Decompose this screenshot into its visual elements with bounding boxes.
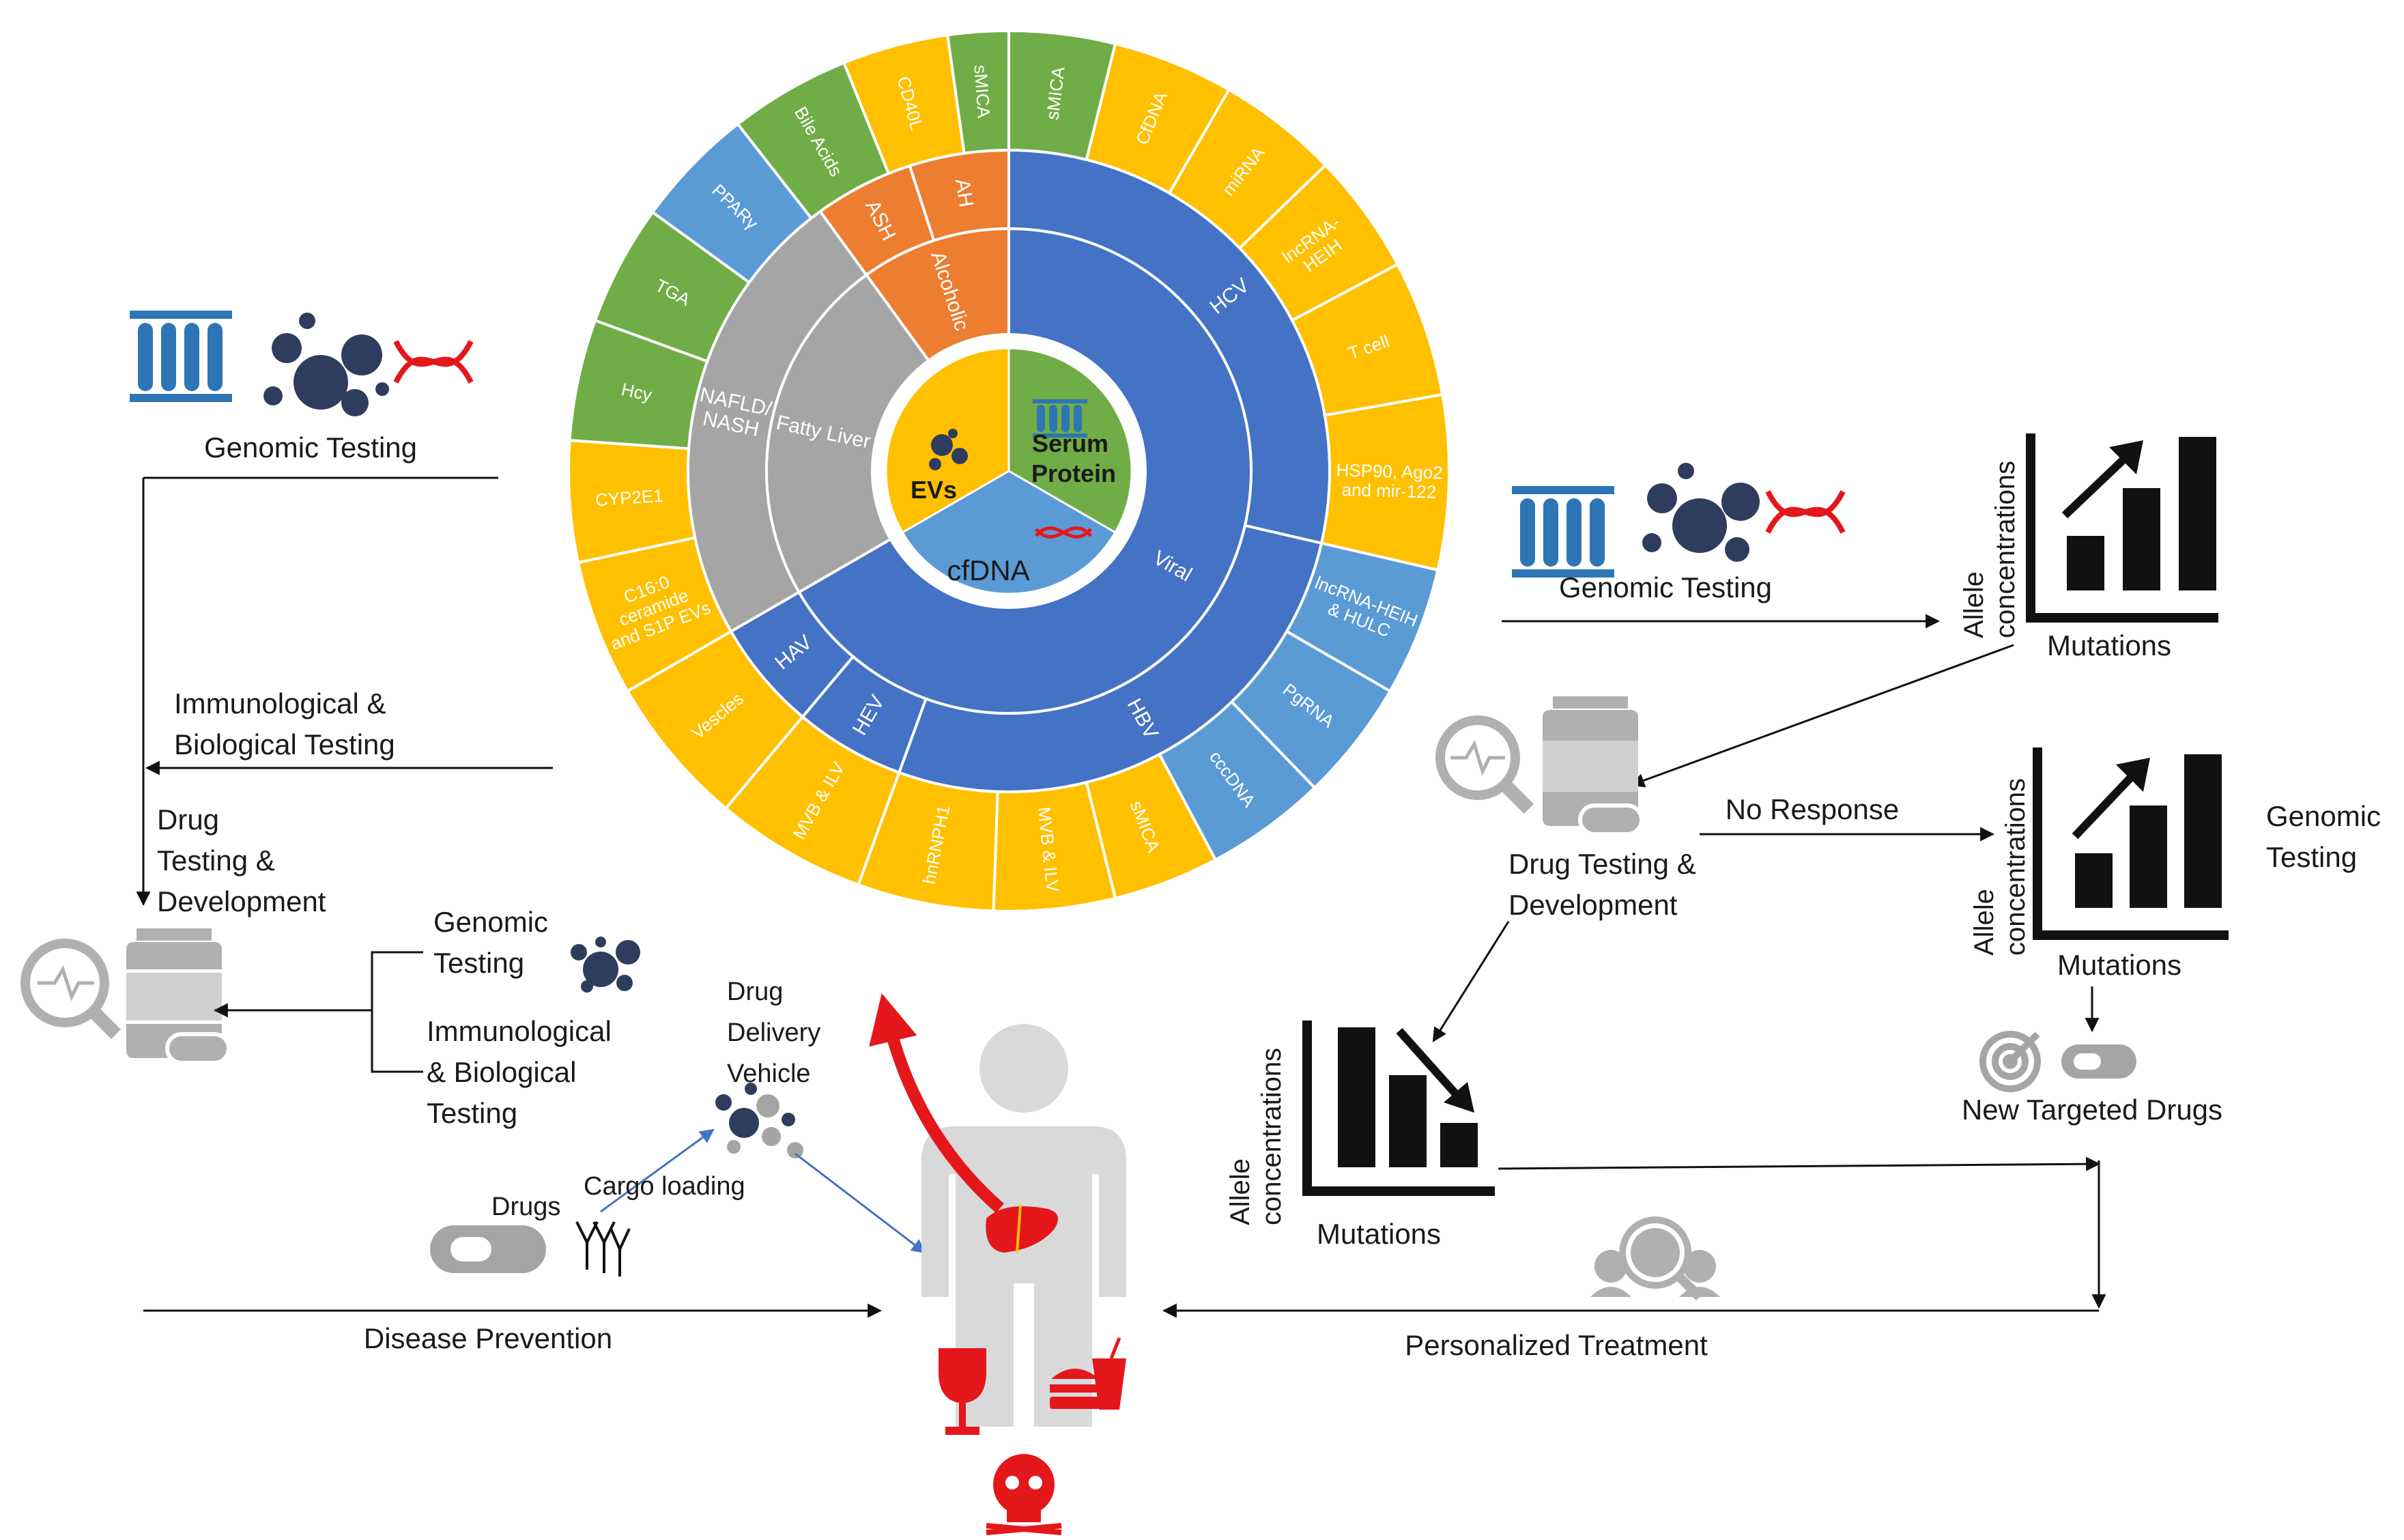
chart2-xlabel: Mutations [2057,949,2181,981]
drugs-label: Drugs [491,1193,560,1221]
target-icon [1979,1031,2041,1092]
allele-chart-rising-1 [2026,433,2218,623]
extracellular-vesicles-icon [571,937,640,993]
red-curved-arrow [869,993,1004,1213]
chart1-ylabel: Alleleconcentrations [1959,461,2020,638]
personalized-treatment-label: Personalized Treatment [1405,1329,1708,1361]
arrow-drugs-to-vehicle [600,1128,715,1213]
drug-testing-icon [1435,696,1644,836]
drug-testing-icon [20,928,231,1065]
center-cfdna-label: cfDNA [947,554,1029,586]
right-genomic-testing-label: Genomic Testing [1559,571,1772,603]
chart1-xlabel: Mutations [2047,629,2171,661]
drug-delivery-vehicle-icon [715,1083,803,1158]
arrow-vehicle-to-liver [795,1152,926,1254]
no-response-label: No Response [1726,793,1899,825]
arrow-chart3-to-right [1498,1156,2101,1171]
left-immunological-testing-label: Immunological &Biological Testing [174,687,395,760]
extracellular-vesicles-icon [1642,463,1760,562]
user-search-icon [1590,1216,1720,1300]
allele-chart-falling [1302,1021,1495,1196]
marker-label: C16:0ceramideand S1P EVs [594,561,713,655]
wine-glass-icon [939,1348,986,1435]
category-label: AH [951,177,977,209]
test-tubes-icon [1512,486,1614,578]
left-genomic-icons [130,311,474,416]
dna-icon [1765,490,1846,534]
right-genomic-icons [1512,463,1846,578]
allele-chart-rising-2 [2033,747,2229,940]
category-label: NAFLD/NASH [693,384,774,443]
disease-prevention-label: Disease Prevention [364,1322,612,1354]
dna-icon [393,340,474,384]
center-serum-protein-segment [1007,347,1133,534]
chart3-xlabel: Mutations [1317,1218,1441,1250]
arrow-drug-testing-to-chart3 [1432,921,1510,1042]
extracellular-vesicles-icon [929,429,968,470]
chart3-ylabel: Alleleconcentrations [1225,1048,1287,1225]
marker-label: sMICA [970,64,994,119]
cargo-loading-label: Cargo loading [584,1172,745,1201]
capsule-icon [430,1225,546,1273]
test-tubes-icon [130,311,232,402]
new-targeted-drugs-label: New Targeted Drugs [1962,1094,2222,1126]
chart2-ylabel: Alleleconcentrations [1969,778,2031,956]
bracket-mid-left [371,951,423,1073]
liver-icon [986,1204,1058,1253]
arrow-chart1-to-drug-testing [1630,644,2014,788]
dna-icon [1035,526,1092,539]
right-drug-testing-label: Drug Testing &Development [1508,848,1696,921]
skull-icon [986,1454,1062,1535]
marker-label: HSP90, Ago2and mir-122 [1336,459,1444,502]
test-tubes-icon [1033,399,1087,438]
antibody-icon [575,1221,631,1277]
fast-food-icon [1050,1337,1126,1410]
left-genomic-testing-label: Genomic Testing [204,431,417,464]
extracellular-vesicles-icon [263,313,389,416]
marker-label: CYP2E1 [595,485,664,511]
capsule-icon [2061,1044,2136,1079]
center-evs-label: EVs [911,476,957,504]
